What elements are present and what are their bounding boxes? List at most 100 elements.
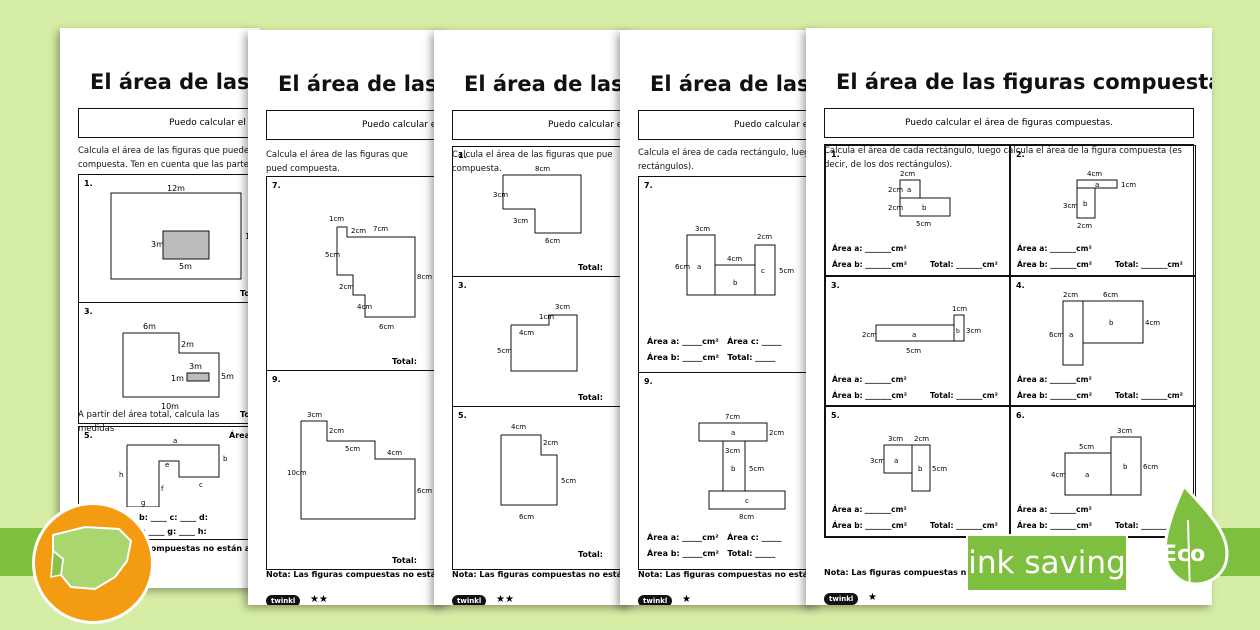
instructions: Calcula el área de las figuras que pue c…: [452, 150, 613, 174]
dim-label: 10cm: [287, 469, 307, 477]
worksheet-title: El área de las figuras compuestas: [90, 70, 260, 94]
dim-label: b: [223, 455, 228, 463]
area-a-label: Área a: _______cm²: [1017, 375, 1092, 384]
area-a-label: Área a: _______cm²: [832, 505, 907, 514]
dim-label: b: [922, 204, 927, 212]
composite-figure: 3cm 2cm 5cm 4cm 10cm 6cm: [287, 411, 432, 520]
exercise-number: 7.: [272, 181, 281, 190]
difficulty-stars: ★★: [496, 594, 514, 605]
footer-note: Nota: Las figuras compuestas no están a …: [824, 568, 1017, 577]
dim-label: 5cm: [1079, 443, 1094, 451]
exercise-cell: 9. 7cm a 3cm 2cm b 5cm c 8cm Área a: ___…: [639, 373, 820, 569]
answer-row: Área a: _____cm² Área c: _____: [647, 533, 782, 542]
worksheet-2: El área de las figuras compuestas Puedo …: [248, 30, 448, 605]
composite-figure: 3cm 5cm 4cm a b 6cm: [1051, 427, 1158, 496]
dim-label: c: [199, 481, 203, 489]
dim-label: 3cm: [555, 303, 570, 311]
footer-note: compuestas no están a e: [146, 544, 259, 553]
composite-figure: 2cm 6cm 6cm a b 4cm: [1049, 291, 1160, 366]
twinkl-logo: twinkl: [638, 595, 673, 605]
composite-figure: 3cm 2cm 3cm a b 5cm: [870, 435, 947, 492]
dim-label: 5cm: [345, 445, 360, 453]
exercise-number: 9.: [644, 377, 653, 386]
dim-label: 4cm: [519, 329, 534, 337]
dim-label: 2cm: [329, 427, 344, 435]
spain-map-icon: [32, 502, 154, 624]
worksheet-title: El área de las figuras compuestas: [278, 72, 448, 96]
worksheet-title: El área de las figuras compuestas: [650, 72, 820, 96]
dim-label: 3cm: [888, 435, 903, 443]
footer-note: Nota: Las figuras compuestas no están a …: [452, 570, 634, 579]
dim-label: 5cm: [749, 465, 764, 473]
exercise-number: 3.: [458, 281, 467, 290]
exercise-number: 5.: [84, 431, 93, 440]
footer-note: Nota: Las figuras compuestas no están a …: [638, 570, 820, 579]
composite-figure: 4cm a 1cm 3cm b 2cm: [1063, 170, 1136, 230]
dim-label: c: [761, 267, 765, 275]
dim-label: h: [119, 471, 123, 479]
exercise-cell: 5. 3cm 2cm 3cm a b 5cm Área a: _______cm…: [825, 406, 1010, 537]
instructions: Calcula el área de las figuras que pued …: [266, 150, 408, 174]
dim-label: c: [745, 497, 749, 505]
total-label: Total: _______cm²: [1115, 260, 1183, 269]
dim-label: b: [918, 465, 923, 473]
dim-label: b: [1083, 200, 1088, 208]
exercise-number: 5.: [458, 411, 467, 420]
dim-label: 4cm: [357, 303, 372, 311]
dim-label: 5m: [221, 372, 234, 381]
objective-box: Puedo calcular el área de figuras compue…: [824, 108, 1194, 138]
total-label: Total:: [577, 550, 603, 559]
total-label: Total:: [577, 393, 603, 402]
composite-figure: 3cm 2cm 4cm 6cm a b c 5cm: [675, 225, 794, 296]
answer-row: b: ____ c: ____ d:: [139, 513, 208, 522]
instructions: Calcula el área de cada rectángulo, lueg…: [824, 146, 1182, 170]
exercise-grid: 7. 1cm 2cm 7cm 5cm 8cm 2cm 4cm 6cm Total…: [266, 176, 448, 570]
dim-label: a: [912, 331, 916, 339]
dim-label: 4cm: [387, 449, 402, 457]
exercise-number: 6.: [1016, 411, 1025, 420]
dim-label: b: [956, 328, 960, 335]
dim-label: 4cm: [1051, 471, 1066, 479]
worksheet-1: El área de las figuras compuestas Puedo …: [60, 28, 260, 588]
dim-label: 6cm: [379, 323, 394, 331]
dim-label: 3cm: [725, 447, 740, 455]
dim-label: 4cm: [511, 423, 526, 431]
objective-box: Puedo calcular el área de figuras compue…: [638, 110, 820, 140]
worksheet-title: El área de las figuras compuestas: [464, 72, 634, 96]
total-label: Total: _______cm²: [1115, 391, 1183, 400]
ink-saving-badge: ink saving: [966, 534, 1128, 592]
exercise-cell: 3. 3cm 1cm 4cm 5cm Total:: [453, 277, 634, 407]
dim-label: 3cm: [493, 191, 508, 199]
dim-label: 5cm: [561, 477, 576, 485]
dim-label: a: [894, 457, 898, 465]
dim-label: 3cm: [966, 327, 981, 335]
worksheet-4: El área de las figuras compuestas Puedo …: [620, 30, 820, 605]
dim-label: 6cm: [675, 263, 690, 271]
exercise-number: 2.: [1016, 150, 1025, 159]
dim-label: 2cm: [1077, 222, 1092, 230]
dim-label: 2cm: [339, 283, 354, 291]
total-label: Total:: [391, 357, 417, 366]
answer-row: Área b: _____cm² Total: _____: [647, 549, 776, 558]
dim-label: 6cm: [545, 237, 560, 245]
dim-label: 1cm: [952, 305, 967, 313]
dim-label: 2cm: [888, 204, 903, 212]
exercise-cell: 1. 12m 10m 3m 5m Total:: [79, 175, 260, 303]
objective-box: Puedo calcular el área de figuras compue…: [266, 110, 448, 140]
dim-label: b: [731, 465, 736, 473]
exercise-number: 1.: [458, 151, 467, 160]
exercise-cell: 7. 3cm 2cm 4cm 6cm a b c 5cm Área a: ___…: [639, 177, 820, 373]
exercise-cell: 3. 6m 2m 3m 1m 5m 10m Total:: [79, 303, 260, 423]
composite-figure: 7cm a 3cm 2cm b 5cm c 8cm: [698, 413, 786, 521]
area-a-label: Área a: _______cm²: [1017, 244, 1092, 253]
area-a-label: Área a: _______cm²: [832, 244, 907, 253]
area-b-label: Área b: _______cm²: [832, 521, 908, 530]
dim-label: 2cm: [351, 227, 366, 235]
area-b-label: Área b: _______cm²: [1017, 391, 1093, 400]
dim-label: 7cm: [725, 413, 740, 421]
dim-label: a: [697, 263, 701, 271]
dim-label: 3cm: [695, 225, 710, 233]
eco-leaf-icon: Eco: [1140, 480, 1250, 600]
exercise-number: 1.: [831, 150, 840, 159]
dim-label: 3cm: [307, 411, 322, 419]
